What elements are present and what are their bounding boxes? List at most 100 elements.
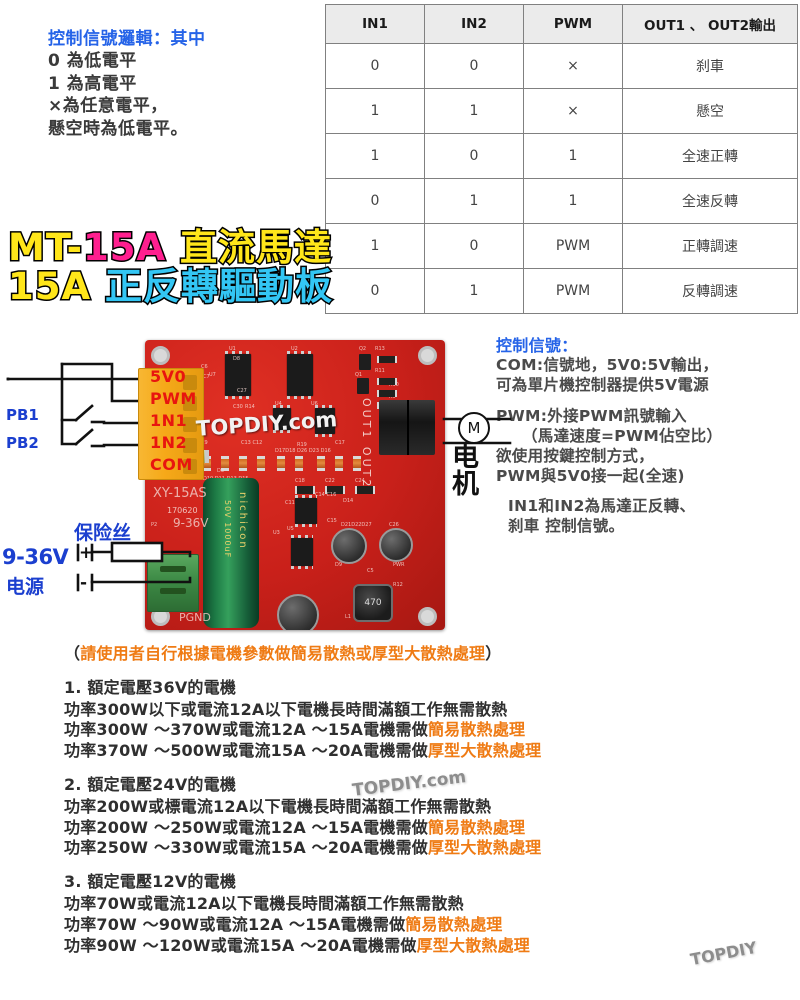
heatsink-line-no-cooling: 功率70W或電流12A以下電機長時間滿額工作無需散熱 — [64, 893, 464, 913]
logic-line-0: 0 為低電平 — [48, 51, 137, 72]
silk-q1: Q1 — [355, 372, 363, 378]
silk-u5: U5 — [287, 526, 294, 532]
title-15a: 15A — [81, 226, 167, 269]
diode-d16 — [353, 456, 361, 471]
header-pwm: PWM — [523, 4, 623, 44]
cell-in2: 0 — [424, 43, 524, 89]
electrolytic-capacitor-main: nichicon 50V 1000uF — [203, 478, 259, 628]
cell-out: 刹車 — [622, 43, 798, 89]
cell-out: 正轉調速 — [622, 223, 798, 269]
cell-pwm: × — [523, 88, 623, 134]
cell-in1: 1 — [325, 88, 425, 134]
connector-slot-4 — [183, 438, 197, 453]
right-note-pwm-3: PWM與5V0接一起(全速) — [496, 466, 685, 485]
signal-connector-header — [138, 368, 204, 480]
silk-c9: C9 — [201, 440, 208, 446]
heatsink-line-simple-highlight: 簡易散熱處理 — [427, 720, 526, 740]
switch-pb1-blade — [74, 404, 94, 422]
silk-r12: R12 — [393, 582, 403, 588]
cell-pwm: PWM — [523, 223, 623, 269]
banner-open-paren: （ — [64, 644, 81, 663]
banner-close-paren: ） — [485, 644, 502, 663]
ic-u2 — [287, 351, 313, 399]
silk-u6: U6 — [311, 401, 318, 407]
switch-pb2-blade — [74, 428, 94, 446]
silk-q2: Q2 — [359, 346, 367, 352]
resistor-r11 — [377, 378, 397, 385]
heatsink-line-thick-highlight: 厚型大散熱處理 — [416, 935, 531, 955]
heatsink-line-simple: 功率300W ～370W或電流12A ～15A電機需做簡易散熱處理 — [64, 720, 764, 741]
cap-470uf — [331, 528, 367, 564]
cell-in1: 0 — [325, 178, 425, 224]
silk-c11: C11 — [285, 500, 295, 506]
heatsink-line-no-cooling: 功率300W以下或電流12A以下電機長時間滿額工作無需散熱 — [64, 699, 508, 719]
cell-in1: 0 — [325, 43, 425, 89]
cell-out: 反轉調速 — [622, 268, 798, 314]
silk-u7: U7 — [209, 372, 216, 378]
right-note-pwm-0: PWM:外接PWM訊號輸入 — [496, 407, 687, 426]
resistor-r10 — [377, 390, 397, 397]
right-note-com-1: 可為單片機控制器提供5V電源 — [496, 376, 709, 395]
cell-pwm: 1 — [523, 178, 623, 224]
silk-d-row2: D17D18 D26 D23 D16 — [275, 448, 331, 454]
silk-c24: C24 — [355, 478, 365, 484]
cell-in2: 1 — [424, 268, 524, 314]
cell-in2: 1 — [424, 178, 524, 224]
cap-bottom — [277, 594, 319, 630]
cell-out: 全速反轉 — [622, 178, 798, 224]
logic-line-2: ×為任意電平， — [48, 96, 168, 117]
heatsink-section: 3. 額定電壓12V的電機功率70W或電流12A以下電機長時間滿額工作無需散熱功… — [64, 872, 764, 956]
heatsink-line-thick: 功率250W ～330W或電流15A ～20A電機需做厚型大散熱處理 — [64, 838, 764, 859]
silk-c14: C14 C16 — [315, 492, 337, 498]
title-line-2: 15A 正反轉驅動板 — [6, 266, 438, 308]
connector-slot-3 — [183, 417, 197, 432]
connector-slot-5 — [183, 459, 197, 474]
cap-c24 — [355, 486, 375, 494]
cell-pwm: 1 — [523, 133, 623, 179]
pb2-label: PB2 — [6, 434, 39, 452]
diode-d17 — [277, 456, 285, 471]
out-silk-label: OUT1 OUT2 — [360, 398, 373, 490]
control-logic-heading: 控制信號邏輯：其中 — [48, 29, 206, 49]
silk-c15: C15 — [327, 518, 337, 524]
silk-c7: C7 — [203, 374, 210, 380]
silk-u2: U2 — [291, 346, 298, 352]
control-signal-notes: 控制信號： COM:信號地，5V0:5V輸出， 可為單片機控制器提供5V電源 P… — [496, 336, 800, 537]
silk-c5: C5 — [367, 568, 374, 574]
cell-in2: 1 — [424, 88, 524, 134]
header-out: OUT1 、 OUT2輸出 — [622, 4, 798, 44]
right-note-in-1: 刹車 控制信號。 — [508, 517, 625, 536]
ic-u1 — [225, 351, 251, 399]
control-signal-heading: 控制信號： — [496, 336, 578, 355]
right-note-com-0: COM:信號地，5V0:5V輸出， — [496, 356, 719, 375]
silk-c30: C30 — [233, 404, 243, 410]
mount-hole-bottom-right — [418, 607, 437, 626]
silk-d21: D21D22D27 — [341, 522, 372, 528]
silk-pwr: PWR — [393, 562, 405, 568]
heatsink-line-thick-prefix: 功率250W ～330W或電流15A ～20A電機需做 — [64, 838, 428, 858]
cap-brand-text: nichicon — [237, 492, 248, 550]
silk-c17: C17 — [335, 440, 345, 446]
header-in2: IN2 — [424, 4, 524, 44]
resistor-r13 — [377, 356, 397, 363]
control-logic-note: 控制信號邏輯：其中 0 為低電平 1 為高電平 ×為任意電平， 懸空時為低電平。 — [48, 28, 323, 140]
silk-u3: U3 — [273, 530, 280, 536]
cell-in2: 0 — [424, 133, 524, 179]
logic-line-3: 懸空時為低電平。 — [48, 118, 188, 139]
heatsink-section-title: 3. 額定電壓12V的電機 — [64, 872, 237, 892]
heatsink-line-thick-highlight: 厚型大散熱處理 — [427, 741, 542, 761]
header-in1: IN1 — [325, 4, 425, 44]
cap-c18 — [295, 486, 315, 494]
minus-sign: - — [80, 573, 88, 593]
power-supply-label: 电源 — [6, 576, 45, 598]
mount-hole-top-right — [418, 346, 437, 365]
notes-gap-2 — [496, 486, 800, 497]
heatsink-section-title: 2. 額定電壓24V的電機 — [64, 774, 237, 794]
silk-c13: C13 C12 — [241, 440, 263, 446]
heatsink-line-thick-highlight: 厚型大散熱處理 — [427, 838, 542, 858]
cell-pwm: × — [523, 43, 623, 89]
ic-u4 — [273, 405, 291, 433]
heatsink-line-no-cooling: 功率200W或標電流12A以下電機長時間滿額工作無需散熱 — [64, 796, 492, 816]
